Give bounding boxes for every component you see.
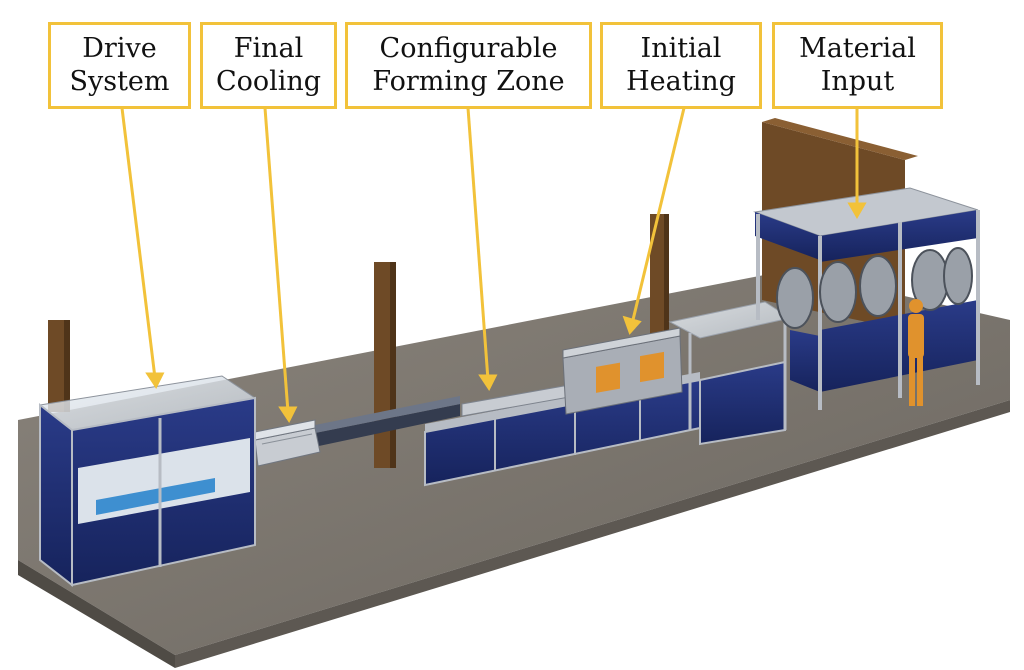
label-drive-system: Drive System (48, 22, 191, 109)
operator-figure (908, 299, 924, 406)
material-input-frame (753, 187, 980, 410)
conveyor-bed (300, 396, 460, 450)
label-material-input: Material Input (772, 22, 943, 109)
label-final-cooling-text: Final Cooling (215, 32, 322, 97)
label-material-input-text: Material Input (799, 32, 916, 97)
label-initial-heating: Initial Heating (600, 22, 762, 109)
heating-oven (562, 327, 683, 415)
label-forming-zone: Configurable Forming Zone (345, 22, 592, 109)
label-final-cooling: Final Cooling (200, 22, 337, 109)
drive-system-enclosure (38, 375, 257, 588)
label-drive-system-text: Drive System (69, 32, 170, 97)
label-forming-zone-text: Configurable Forming Zone (372, 32, 565, 97)
final-cooling-unit (254, 419, 321, 467)
material-spools (776, 247, 973, 329)
leader-lines (120, 107, 867, 423)
label-initial-heating-text: Initial Heating (626, 32, 736, 97)
